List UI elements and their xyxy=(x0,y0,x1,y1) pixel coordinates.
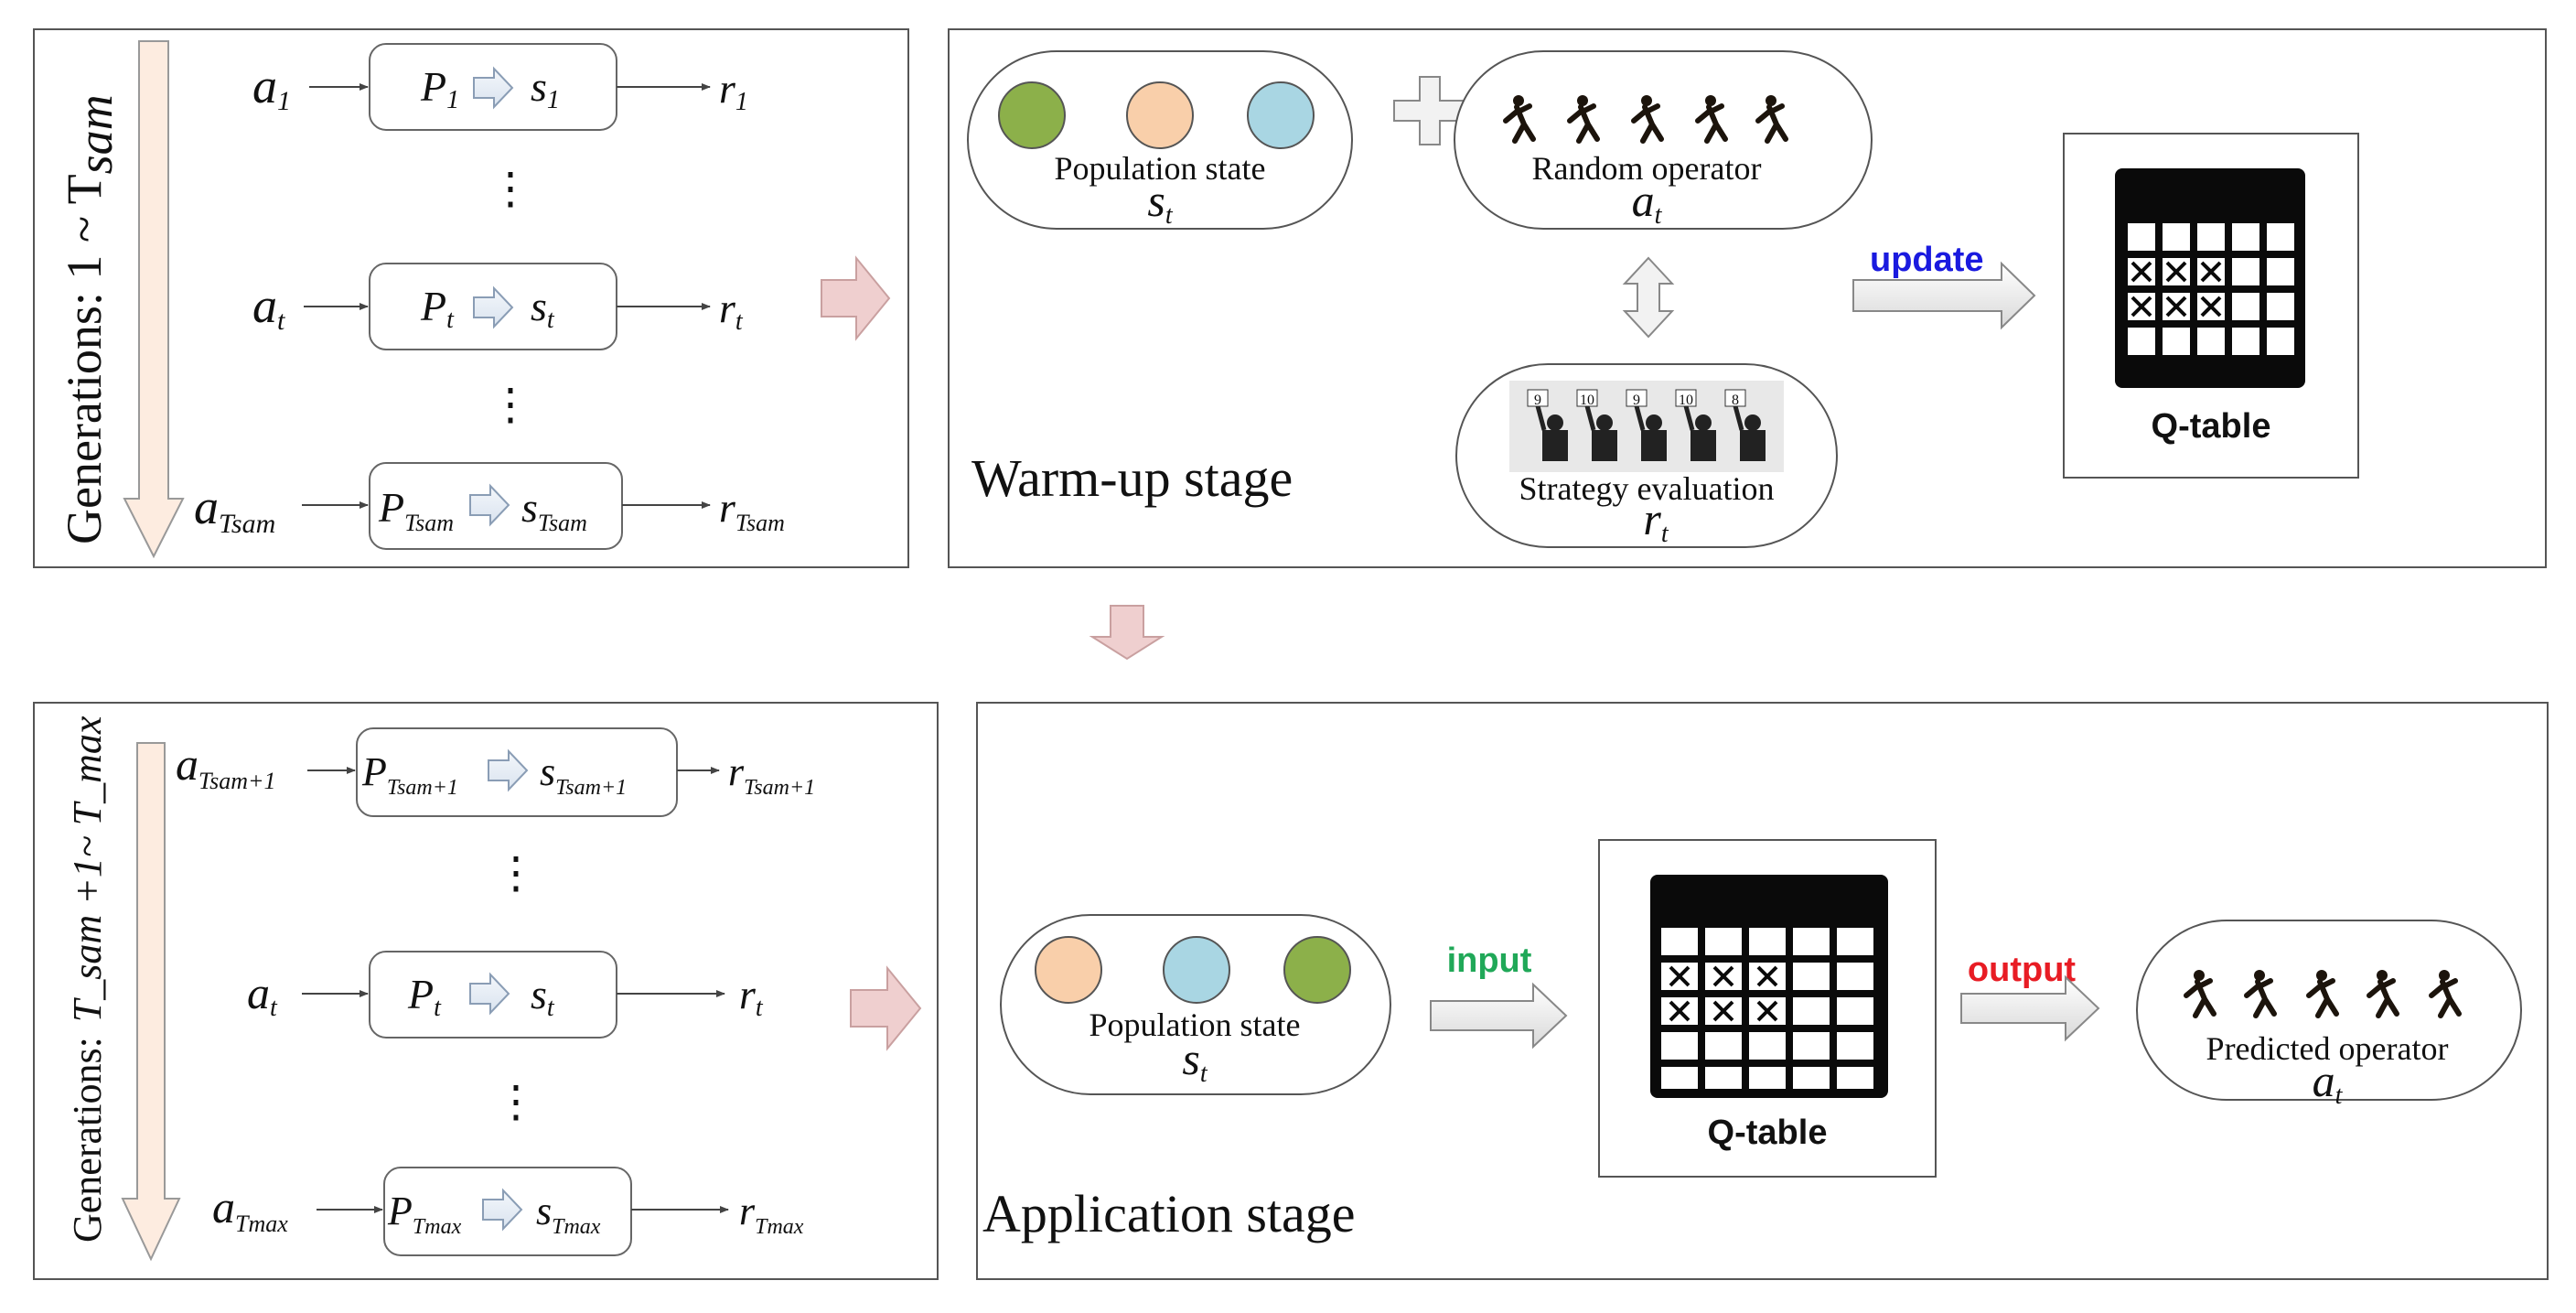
state-stsam1: sTsam+1 xyxy=(540,749,627,800)
generations-label-2: Generations:T_sam +1~ T_max xyxy=(65,716,110,1243)
reward-rtmax: rTmax xyxy=(739,1189,804,1239)
population-pt: Pt xyxy=(420,283,455,334)
app-row-t: at Pt st rt xyxy=(247,951,764,1039)
sample-row-t: at Pt st rt xyxy=(252,263,744,350)
reward-symbol: rt xyxy=(1643,493,1669,548)
population-symbol: st xyxy=(1147,175,1173,230)
reward-rtsam1: rTsam+1 xyxy=(728,749,815,800)
ellipsis-1: ⋮ xyxy=(488,165,532,213)
population-ptmax: PTmax xyxy=(387,1189,462,1239)
input-arrow xyxy=(1430,982,1568,1049)
reward-rt: rt xyxy=(719,285,744,336)
output-arrow xyxy=(1960,974,2100,1042)
app-qtable-icon xyxy=(1650,875,1888,1098)
score-card-1: 9 xyxy=(1534,393,1541,408)
application-panel: Population state st input Q-tabl xyxy=(976,702,2549,1280)
warmup-stage-label: Warm-up stage xyxy=(971,448,1293,508)
ellipsis-4: ⋮ xyxy=(494,1078,538,1126)
action-atsam1: aTsam+1 xyxy=(176,738,276,794)
state-st-2: st xyxy=(531,971,555,1022)
app-state-circle-blue xyxy=(1163,936,1230,1004)
state-s1: s1 xyxy=(531,63,560,114)
predicted-operator-symbol: at xyxy=(2313,1055,2344,1110)
update-label: update xyxy=(1870,241,1984,279)
app-population-symbol: st xyxy=(1182,1033,1208,1088)
random-operator-label: Random operator xyxy=(1532,150,1762,187)
reward-rtsam: rTsam xyxy=(719,484,785,536)
action-a1: a1 xyxy=(252,59,291,116)
output-label: output xyxy=(1968,951,2077,989)
input-label: input xyxy=(1447,942,1532,980)
sample-row-tsam: aTsam PTsam sTsam rTsam xyxy=(194,462,785,550)
score-card-3: 9 xyxy=(1633,393,1640,408)
state-circle-peach xyxy=(1126,81,1194,149)
generations-arrow-2 xyxy=(121,742,181,1262)
population-pt-2: Pt xyxy=(407,971,442,1022)
pink-arrow-warmup-to-application xyxy=(1089,605,1165,661)
state-stmax: sTmax xyxy=(536,1189,601,1239)
operator-symbol: at xyxy=(1632,175,1663,230)
state-circle-blue xyxy=(1247,81,1315,149)
state-circle-green xyxy=(998,81,1066,149)
generations-label: Generations: 1 ~ Tsam xyxy=(57,94,123,544)
app-row-tsam1: aTsam+1 PTsam+1 sTsam+1 rTsam+1 xyxy=(176,727,815,817)
ellipsis-3: ⋮ xyxy=(494,849,538,898)
qtable-label: Q-table xyxy=(2152,407,2271,446)
reward-r1: r1 xyxy=(719,65,748,116)
state-st: st xyxy=(531,283,555,334)
score-card-5: 8 xyxy=(1732,393,1739,408)
population-ptsam: PTsam xyxy=(378,484,454,536)
app-state-circle-peach xyxy=(1035,936,1102,1004)
predicted-operator-pill xyxy=(2136,920,2522,1101)
ellipsis-2: ⋮ xyxy=(488,381,532,429)
sampling-panel: Generations: 1 ~ Tsam a1 P1 s1 r1 ⋮ at P… xyxy=(33,28,909,568)
score-card-4: 10 xyxy=(1679,393,1693,408)
qtable-icon xyxy=(2115,168,2305,388)
population-p1: P1 xyxy=(420,63,459,114)
update-arrow xyxy=(1852,261,2036,330)
warmup-panel: Population state st Random operator at xyxy=(948,28,2547,568)
strategy-evaluation-label: Strategy evaluation xyxy=(1519,470,1775,507)
reward-rt-2: rt xyxy=(739,971,764,1022)
pink-arrow-sampling-to-warmup xyxy=(821,255,891,341)
app-state-circle-green xyxy=(1283,936,1351,1004)
predicted-operator-label: Predicted operator xyxy=(2206,1030,2449,1067)
state-stsam: sTsam xyxy=(521,484,587,536)
application-sampling-panel: Generations:T_sam +1~ T_max aTsam+1 PTsa… xyxy=(33,702,939,1280)
generations-arrow xyxy=(123,40,185,559)
pink-arrow-sampling-to-application xyxy=(850,965,922,1051)
action-atmax: aTmax xyxy=(212,1181,288,1237)
double-arrow xyxy=(1622,256,1675,339)
app-qtable-label: Q-table xyxy=(1708,1114,1828,1152)
app-population-state-label: Population state xyxy=(1089,1006,1301,1043)
app-row-tmax: aTmax PTmax sTmax rTmax xyxy=(212,1167,804,1256)
action-atsam: aTsam xyxy=(194,479,275,539)
score-card-2: 10 xyxy=(1580,393,1594,408)
application-stage-label: Application stage xyxy=(982,1184,1356,1243)
sample-row-1: a1 P1 s1 r1 xyxy=(252,43,748,131)
population-ptsam1: PTsam+1 xyxy=(361,749,458,800)
action-at-2: at xyxy=(247,967,278,1022)
judges-figures-icon xyxy=(1527,389,1766,461)
population-state-label: Population state xyxy=(1055,150,1266,187)
action-at: at xyxy=(252,278,285,336)
